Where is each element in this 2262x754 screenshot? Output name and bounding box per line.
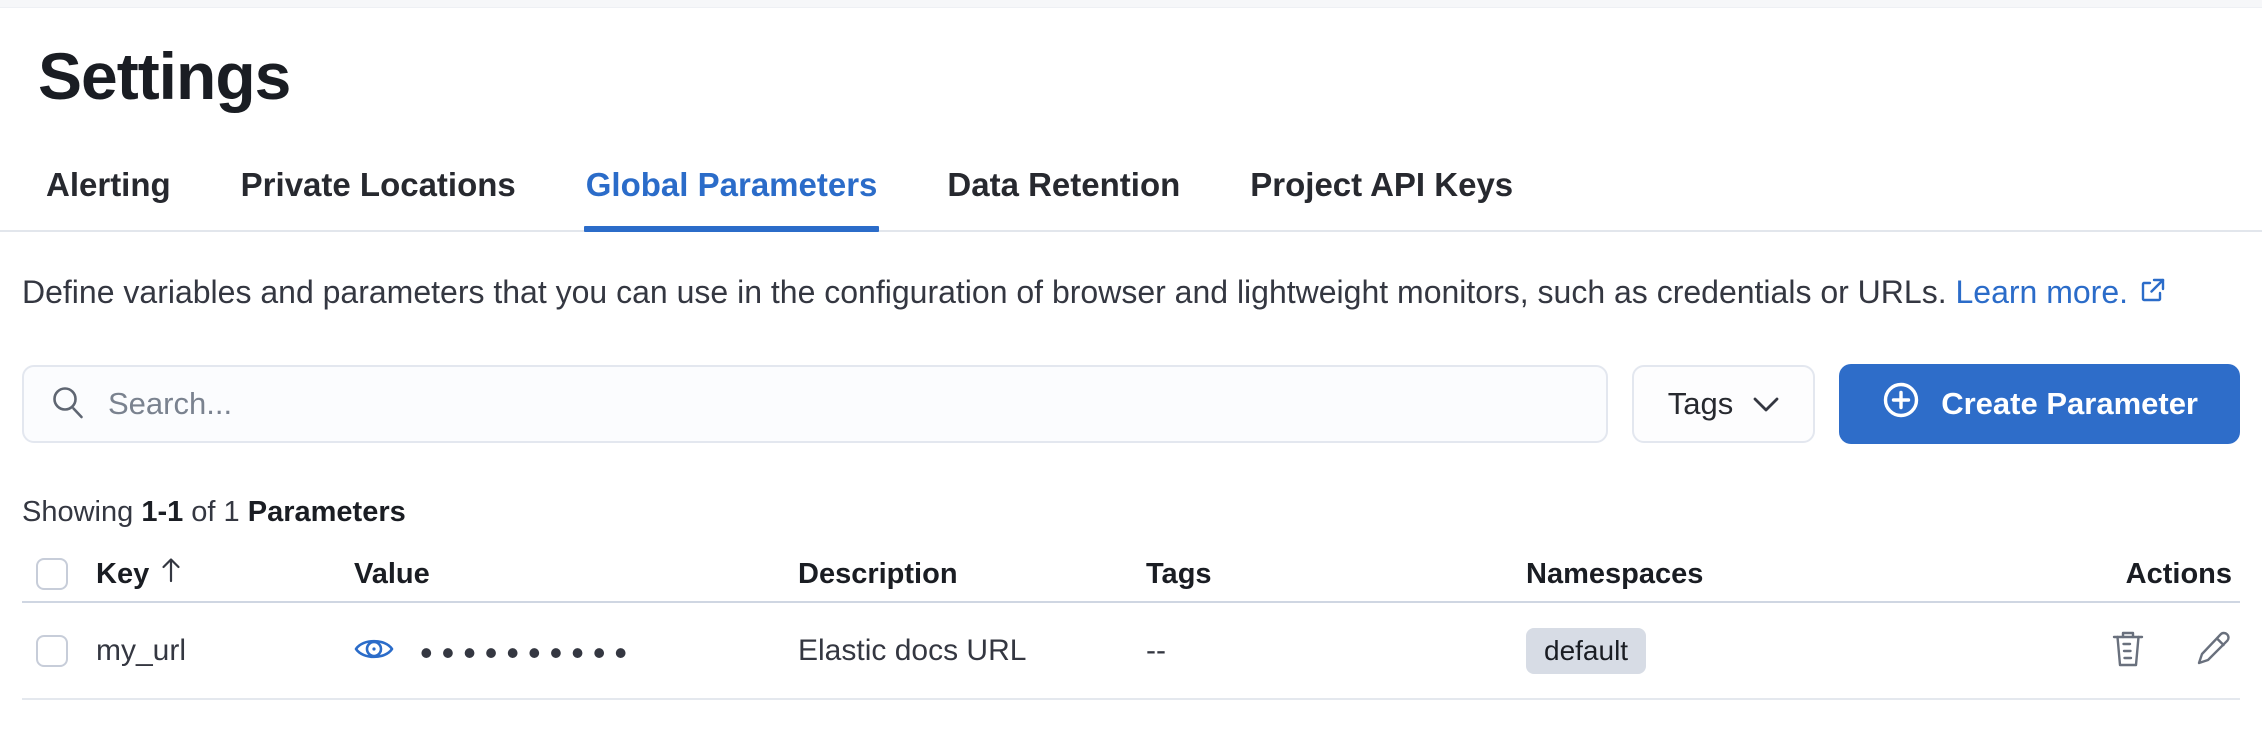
tab-private-locations[interactable]: Private Locations — [240, 166, 516, 203]
actions-header-label: Actions — [2125, 557, 2232, 590]
summary-middle: of 1 — [191, 496, 240, 528]
tags-filter-button[interactable]: Tags — [1631, 365, 1816, 443]
parameters-toolbar: Tags Create Parameter — [22, 364, 2240, 444]
tags-cell: -- — [1130, 634, 1510, 668]
tab-alerting[interactable]: Alerting — [46, 166, 171, 203]
results-summary: Showing 1-1 of 1 Parameters — [22, 496, 2240, 529]
summary-entity: Parameters — [247, 496, 406, 528]
description-text: Define variables and parameters that you… — [22, 274, 1947, 310]
tab-project-api-keys[interactable]: Project API Keys — [1250, 166, 1514, 203]
summary-prefix: Showing — [22, 496, 134, 528]
value-header-label: Value — [354, 557, 430, 590]
column-header-namespaces: Namespaces — [1510, 558, 2070, 591]
namespaces-header-label: Namespaces — [1526, 557, 1704, 590]
table-header-row: Key Value Description Tags Namespaces Ac… — [22, 547, 2240, 603]
search-input[interactable] — [108, 386, 1580, 422]
parameters-table: Key Value Description Tags Namespaces Ac… — [22, 547, 2240, 700]
search-box[interactable] — [22, 365, 1608, 443]
tab-global-parameters[interactable]: Global Parameters — [583, 160, 880, 232]
value-cell: •••••••••• — [338, 631, 782, 671]
column-header-tags: Tags — [1130, 558, 1510, 591]
reveal-value-button[interactable] — [354, 633, 394, 668]
summary-range: 1-1 — [141, 496, 184, 528]
namespaces-cell: default — [1510, 627, 2070, 674]
delete-parameter-button[interactable] — [2110, 629, 2146, 672]
eye-icon — [354, 633, 394, 668]
page-title: Settings — [38, 39, 291, 113]
chevron-down-icon — [1753, 386, 1779, 422]
tags-filter-label: Tags — [1667, 386, 1734, 421]
column-header-value: Value — [338, 558, 782, 591]
external-link-icon — [2138, 270, 2166, 318]
actions-cell — [2070, 629, 2240, 672]
namespace-badge: default — [1526, 627, 1647, 674]
select-all-checkbox[interactable] — [36, 558, 68, 590]
parameter-description: Elastic docs URL — [798, 633, 1027, 667]
edit-parameter-button[interactable] — [2194, 630, 2232, 671]
header-checkbox-cell — [22, 558, 80, 590]
row-checkbox-cell — [22, 634, 80, 667]
page-top-edge — [0, 0, 2262, 8]
masked-value: •••••••••• — [420, 631, 637, 673]
tab-data-retention[interactable]: Data Retention — [947, 166, 1181, 203]
key-header-label: Key — [96, 557, 150, 590]
row-checkbox[interactable] — [36, 634, 68, 667]
learn-more-label: Learn more. — [1955, 274, 2128, 310]
parameter-tags: -- — [1146, 633, 1166, 667]
column-header-key[interactable]: Key — [80, 556, 338, 592]
trash-icon — [2110, 629, 2146, 672]
sort-ascending-icon — [159, 556, 183, 592]
description-header-label: Description — [798, 557, 958, 590]
page-description: Define variables and parameters that you… — [22, 268, 2222, 318]
column-header-actions: Actions — [2070, 558, 2240, 591]
description-cell: Elastic docs URL — [782, 634, 1130, 668]
table-row: my_url •••••••••• Elastic docs URL -- de… — [22, 603, 2240, 700]
plus-circle-icon — [1881, 380, 1921, 428]
settings-tabs: Alerting Private Locations Global Parame… — [0, 160, 2262, 232]
tags-header-label: Tags — [1146, 557, 1212, 590]
parameter-key: my_url — [96, 633, 187, 667]
column-header-description: Description — [782, 558, 1130, 591]
create-parameter-button[interactable]: Create Parameter — [1839, 364, 2240, 444]
learn-more-link[interactable]: Learn more. — [1955, 274, 2166, 310]
search-icon — [50, 384, 86, 425]
create-parameter-label: Create Parameter — [1941, 386, 2198, 421]
pencil-icon — [2194, 630, 2232, 671]
key-cell: my_url — [80, 634, 338, 668]
